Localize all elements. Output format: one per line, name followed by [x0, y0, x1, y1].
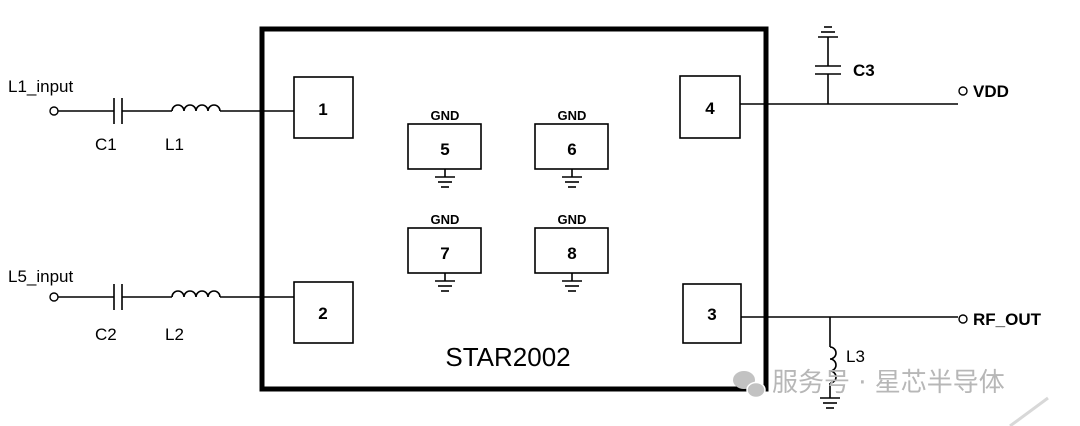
pin-4: [679, 75, 741, 139]
wechat-icon: [733, 371, 766, 399]
c1-label: C1: [95, 135, 117, 154]
l5-input-label: L5_input: [8, 267, 74, 286]
pin-8-gnd-label: GND: [558, 212, 587, 227]
watermark-text: 服务号 · 星芯半导体: [772, 368, 1005, 398]
pin-1-number: 1: [318, 100, 327, 119]
rf-out-label: RF_OUT: [973, 310, 1042, 329]
chip-outline: [259, 26, 769, 392]
pin-6-number: 6: [567, 140, 576, 159]
c3-label: C3: [853, 61, 875, 80]
inductor-l1-icon: [171, 104, 221, 112]
pin-3: [682, 283, 742, 344]
ground-icon: [562, 169, 582, 188]
pin-5-number: 5: [440, 140, 449, 159]
l1-input-label: L1_input: [8, 77, 74, 96]
c2-label: C2: [95, 325, 117, 344]
pin-4-number: 4: [705, 99, 715, 118]
pin-8-number: 8: [567, 244, 576, 263]
l1-label: L1: [165, 135, 184, 154]
pin-7-gnd-label: GND: [431, 212, 460, 227]
pin-7-number: 7: [440, 244, 449, 263]
rf-out-terminal: [958, 314, 968, 324]
vdd-terminal: [958, 86, 968, 96]
ground-icon: [435, 169, 455, 188]
ground-icon: [820, 397, 840, 409]
chip-name: STAR2002: [445, 342, 570, 372]
ground-icon: [818, 26, 838, 38]
vdd-label: VDD: [973, 82, 1009, 101]
inductor-l3-icon: [829, 346, 837, 384]
pin-5-gnd-label: GND: [431, 108, 460, 123]
ground-icon: [435, 273, 455, 292]
pin-2: [293, 281, 354, 344]
pin-8: [534, 227, 609, 274]
ground-icon: [562, 273, 582, 292]
inductor-l2-icon: [171, 290, 221, 298]
pin-1: [293, 76, 354, 139]
pin-6: [534, 123, 609, 170]
l2-label: L2: [165, 325, 184, 344]
l5-input-terminal: [49, 292, 59, 302]
pin-2-number: 2: [318, 304, 327, 323]
l3-label: L3: [846, 347, 865, 366]
watermark-stroke: [1009, 396, 1049, 426]
pin-6-gnd-label: GND: [558, 108, 587, 123]
l1-input-terminal: [49, 106, 59, 116]
pin-3-number: 3: [707, 305, 716, 324]
